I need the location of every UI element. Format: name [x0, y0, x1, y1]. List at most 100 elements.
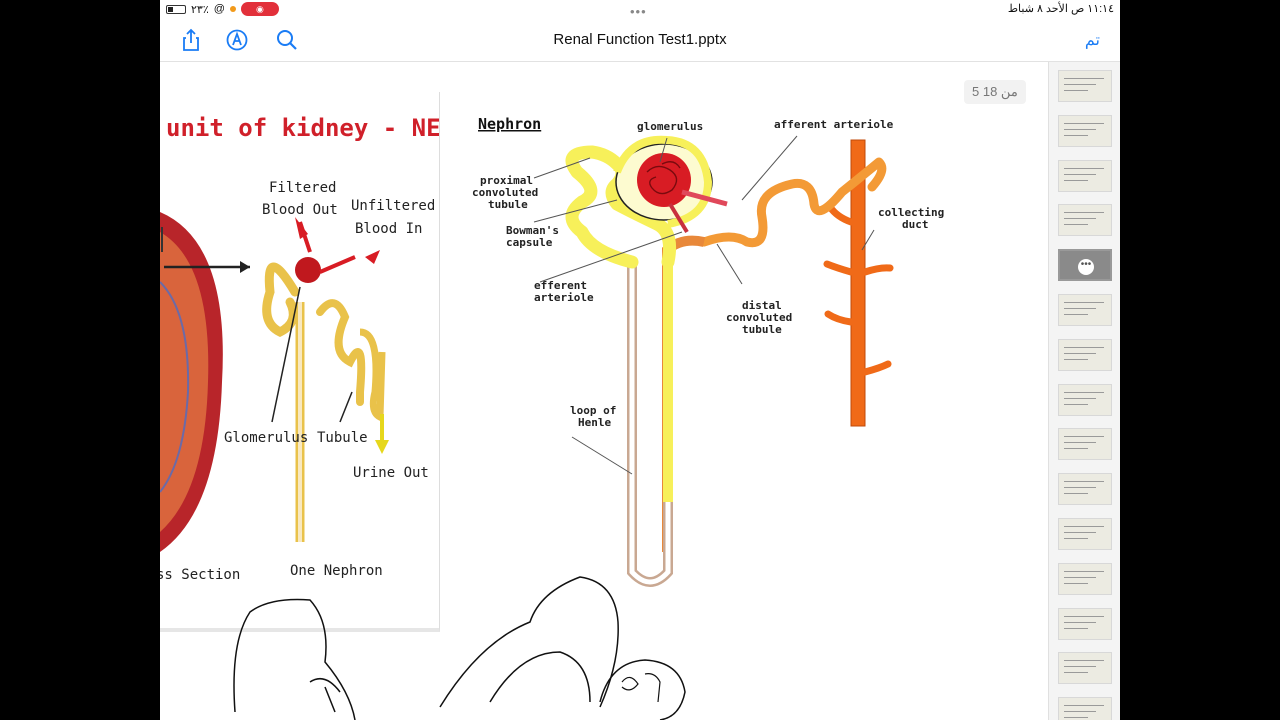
label-glomerulus: glomerulus [637, 120, 703, 133]
label-proximal: proximal [480, 174, 533, 187]
distal-convoluted-tubule [699, 157, 887, 248]
more-options-icon[interactable]: ••• [1078, 259, 1094, 276]
glomerulus-pointer [271, 286, 301, 423]
diagram-pointers [533, 135, 875, 475]
thumbnail-text-line [1064, 448, 1088, 450]
thumbnail-text-line [1064, 403, 1088, 405]
diagram-title: Nephron [478, 115, 541, 133]
label-duct: duct [902, 218, 929, 231]
thumbnail-text-line [1064, 711, 1096, 713]
slide-thumbnail[interactable] [1058, 428, 1112, 461]
thumbnail-text-line [1064, 397, 1096, 399]
label-blood-out: Blood Out [262, 202, 338, 218]
label-efferent: efferent [534, 279, 587, 292]
thumbnail-text-line [1064, 666, 1096, 668]
thumbnail-text-line [1064, 436, 1104, 438]
screen-recording-indicator[interactable]: ◉ [240, 2, 279, 16]
slide-thumbnail[interactable] [1058, 159, 1112, 192]
slide-thumbnail[interactable] [1058, 338, 1112, 371]
thumbnail-text-line [1064, 705, 1104, 707]
at-icon: @ [213, 3, 225, 15]
kidney-illustration: unit of kidney - NEPHRON [160, 114, 440, 583]
ipad-screen: ٢٣٪ @ ◉ ••• ١١:١٤ ص الأحد ٨ شباط Renal F… [160, 0, 1120, 720]
label-convoluted: convoluted [472, 186, 538, 199]
thumbnail-text-line [1064, 128, 1096, 130]
thumbnail-text-line [1064, 717, 1088, 719]
thumbnail-text-line [1064, 167, 1104, 169]
thumbnail-text-line [1064, 302, 1104, 303]
slide-thumbnail[interactable] [1058, 562, 1112, 595]
blood-in-arrowhead [365, 250, 380, 264]
done-button[interactable]: تم [1084, 32, 1100, 49]
blood-vessel [319, 255, 356, 274]
glomerulus-ball [295, 257, 321, 283]
thumbnail-text-line [1064, 84, 1096, 85]
pointer-arrow-head [240, 261, 250, 273]
battery-icon [166, 4, 186, 14]
thumbnail-text-line [1064, 352, 1096, 354]
label-tubule: tubule [488, 198, 528, 211]
search-icon[interactable] [274, 27, 300, 53]
proximal-tubule-coil [262, 262, 300, 338]
slide-thumbnail[interactable] [1058, 652, 1112, 685]
page-indicator: 5 من 18 [964, 80, 1026, 104]
markup-icon[interactable] [224, 27, 250, 53]
thumbnail-text-line [1064, 526, 1104, 527]
thumbnail-text-line [1064, 134, 1088, 136]
slide-thumbnail[interactable] [1058, 518, 1112, 550]
glomerulus-capillaries [646, 161, 681, 195]
handwritten-ink-drawing [233, 576, 686, 720]
label-distal: distal [742, 299, 782, 312]
tubule-pointer [339, 391, 353, 423]
label-distal-tubule: tubule [742, 323, 782, 336]
slide-thumbnails-sidebar[interactable]: ••• [1048, 62, 1120, 720]
efferent-arteriole [668, 202, 689, 234]
slide-thumbnail[interactable] [1058, 294, 1112, 326]
afferent-arteriole [681, 189, 728, 207]
thumbnail-text-line [1064, 582, 1088, 584]
slide-thumbnail[interactable] [1058, 70, 1112, 102]
slide-thumbnail[interactable] [1058, 697, 1112, 720]
slide-thumbnail[interactable] [1058, 114, 1112, 147]
label-urine-out: Urine Out [353, 465, 429, 481]
thumbnail-text-line [1064, 78, 1104, 79]
slide-thumbnail[interactable] [1058, 473, 1112, 506]
slide-thumbnail[interactable] [1058, 607, 1112, 640]
label-arteriole: arteriole [534, 291, 594, 304]
label-glomerulus: Glomerulus [224, 430, 308, 446]
thumbnail-text-line [1064, 358, 1088, 360]
status-left: ٢٣٪ @ ◉ [166, 2, 279, 16]
share-icon[interactable] [178, 27, 204, 53]
slide-viewer[interactable]: unit of kidney - NEPHRON [160, 62, 1048, 720]
slide-title: unit of kidney - NEPHRON [166, 114, 440, 142]
label-capsule: capsule [506, 236, 553, 249]
slide-thumbnail[interactable] [1058, 383, 1112, 416]
toolbar: Renal Function Test1.pptx تم [160, 18, 1120, 62]
thumbnail-text-line [1064, 179, 1088, 181]
thumbnail-text-line [1064, 442, 1096, 444]
thumbnail-text-line [1064, 660, 1104, 662]
thumbnail-text-line [1064, 391, 1104, 393]
label-filtered: Filtered [269, 180, 336, 196]
label-bowmans: Bowman's [506, 224, 559, 237]
time-date: ١١:١٤ ص الأحد ٨ شباط [1007, 3, 1114, 15]
multitasking-dots-icon[interactable]: ••• [630, 4, 647, 19]
collecting-duct-branches [823, 203, 894, 376]
collecting-duct [850, 139, 866, 427]
bowmans-capsule-wall [613, 135, 713, 228]
thumbnail-text-line [1064, 621, 1096, 623]
label-tubule: Tubule [317, 430, 368, 446]
battery-percent: ٢٣٪ [191, 3, 209, 16]
label-distal-convoluted: convoluted [726, 311, 792, 324]
slide-thumbnail[interactable] [1058, 204, 1112, 237]
label-collecting: collecting [878, 206, 944, 219]
status-bar: ٢٣٪ @ ◉ ••• ١١:١٤ ص الأحد ٨ شباط [160, 0, 1120, 19]
thumbnail-text-line [1064, 314, 1088, 315]
slide-thumbnail[interactable]: ••• [1058, 249, 1112, 282]
thumbnail-text-line [1064, 570, 1104, 572]
thumbnail-text-line [1064, 538, 1088, 539]
proximal-convoluted-tubule [565, 145, 677, 269]
thumbnail-text-line [1064, 212, 1104, 214]
thumbnail-text-line [1064, 487, 1096, 489]
label-unfiltered: Unfiltered [351, 198, 435, 214]
